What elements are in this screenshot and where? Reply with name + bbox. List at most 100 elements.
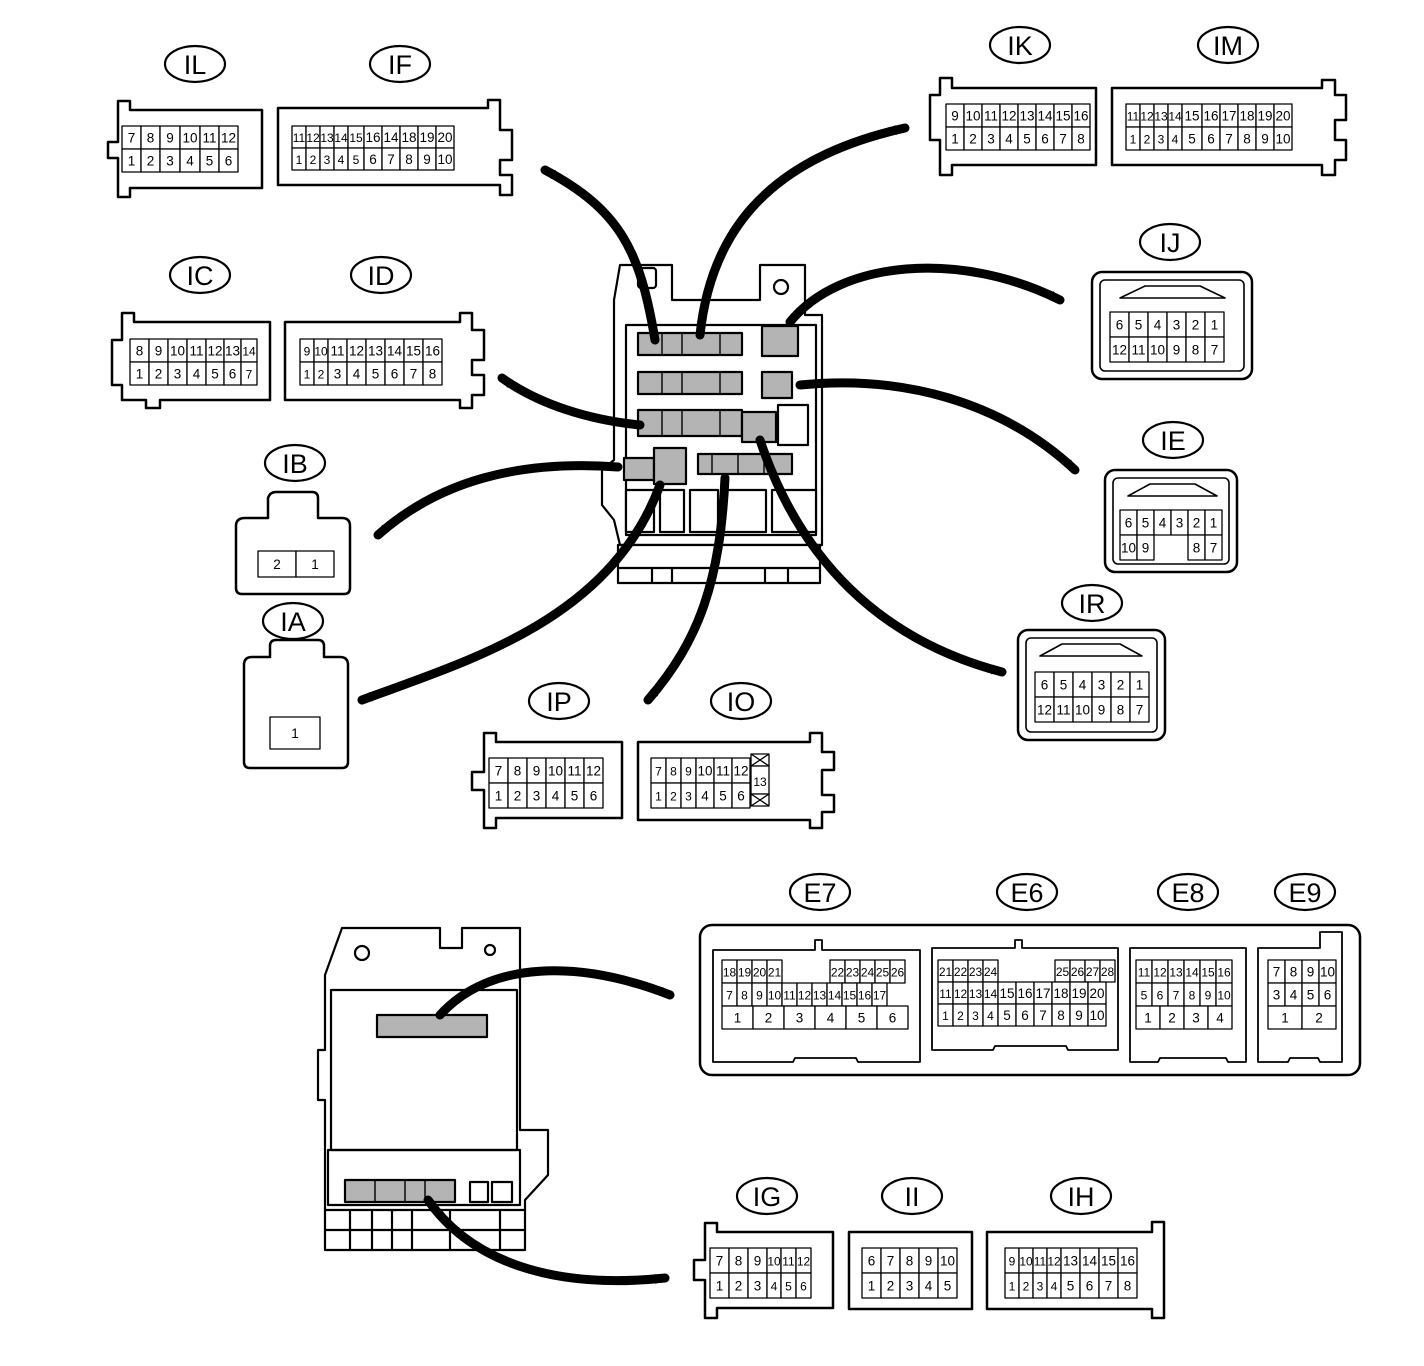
pin-cell xyxy=(1117,1272,1138,1299)
pin-number: 17 xyxy=(873,989,887,1003)
pin-number: 2 xyxy=(1315,1011,1323,1026)
pin-number: 2 xyxy=(273,557,281,572)
connector-IR-label-oval xyxy=(1060,583,1124,623)
pin-number: 2 xyxy=(735,1279,743,1294)
pin-number: 5 xyxy=(858,1011,866,1026)
pin-number: 26 xyxy=(1071,965,1085,979)
connector-E7-label: E7 xyxy=(803,878,836,908)
pin-number: 1 xyxy=(868,1279,876,1294)
pin-cell xyxy=(240,361,258,386)
pin-number: 10 xyxy=(314,345,328,359)
pin-number: 16 xyxy=(1120,1254,1135,1269)
pin-number: 3 xyxy=(972,1009,979,1023)
pin-number: 8 xyxy=(405,152,413,167)
pin-number: 4 xyxy=(701,789,709,804)
pin-number: 10 xyxy=(1075,703,1090,718)
pin-number: 14 xyxy=(1185,966,1199,980)
connector-E6-label: E6 xyxy=(1010,878,1043,908)
pin-number: 7 xyxy=(1225,132,1233,147)
pin-number: 10 xyxy=(1019,1255,1033,1269)
pin-number: 15 xyxy=(1201,966,1215,980)
connector-IO-label-oval xyxy=(709,681,773,721)
connector-ID-label: ID xyxy=(368,261,395,291)
pin-number: 24 xyxy=(984,965,998,979)
pin-number: 7 xyxy=(726,989,733,1003)
connector-IA-label: IA xyxy=(280,607,306,637)
pin-number: 15 xyxy=(999,986,1014,1001)
pin-number: 16 xyxy=(1017,986,1032,1001)
pin-number: 9 xyxy=(1075,1008,1083,1023)
pin-number: 1 xyxy=(1130,133,1137,147)
pin-number: 5 xyxy=(1307,988,1315,1003)
pin-number: 8 xyxy=(1290,965,1298,980)
arrow-to-IR xyxy=(755,435,1007,677)
pin-number: 9 xyxy=(925,1254,933,1269)
pin-number: 12 xyxy=(954,987,968,1001)
pin-number: 1 xyxy=(128,154,136,169)
pin-number: 24 xyxy=(861,966,875,980)
pin-number: 14 xyxy=(383,130,399,145)
pin-number: 16 xyxy=(425,344,440,359)
pin-number: 7 xyxy=(1273,965,1281,980)
pin-number: 11 xyxy=(1131,343,1145,358)
pin-cell xyxy=(269,716,321,750)
pin-number: 7 xyxy=(1059,132,1067,147)
pin-number: 16 xyxy=(1203,109,1218,124)
pin-number: 11 xyxy=(1127,110,1140,124)
pin-number: 11 xyxy=(984,109,998,124)
pin-number: 17 xyxy=(1035,986,1050,1001)
pin-number: 2 xyxy=(887,1279,895,1294)
pin-number: 7 xyxy=(1211,343,1219,358)
pin-number: 4 xyxy=(338,153,345,167)
connector-IG-label-oval xyxy=(735,1176,799,1216)
pin-number: 19 xyxy=(419,130,434,145)
pin-number: 14 xyxy=(984,987,998,1001)
pin-number: 16 xyxy=(365,130,380,145)
pin-number: 5 xyxy=(719,789,727,804)
pin-cell xyxy=(1207,1005,1233,1030)
pin-number: 10 xyxy=(1150,343,1165,358)
pin-number: 3 xyxy=(174,367,182,382)
pin-number: 18 xyxy=(1239,109,1254,124)
pin-number: 3 xyxy=(1158,133,1165,147)
pin-number: 9 xyxy=(754,1254,762,1269)
pin-number: 7 xyxy=(128,131,136,146)
pin-number: 27 xyxy=(1086,965,1100,979)
pin-number: 6 xyxy=(369,152,377,167)
pin-number: 15 xyxy=(1184,109,1199,124)
pin-number: 10 xyxy=(1320,965,1335,980)
pin-number: 7 xyxy=(716,1254,724,1269)
pin-number: 2 xyxy=(1168,1011,1176,1026)
pin-number: 9 xyxy=(155,344,163,359)
pin-cell xyxy=(1301,1005,1337,1030)
pin-cell xyxy=(422,361,443,386)
pin-number: 8 xyxy=(1117,703,1125,718)
pin-number: 21 xyxy=(939,965,953,979)
pin-cell xyxy=(257,550,297,578)
pin-number: 1 xyxy=(304,368,311,382)
connector-IM-label: IM xyxy=(1213,31,1243,61)
pin-number: 17 xyxy=(1221,109,1236,124)
pin-number: 9 xyxy=(756,989,763,1003)
pin-number: 12 xyxy=(221,131,236,146)
pin-number: 14 xyxy=(1082,1254,1098,1269)
pin-number: 19 xyxy=(738,966,752,980)
pin-number: 9 xyxy=(1009,1255,1016,1269)
pin-number: 9 xyxy=(1261,132,1269,147)
arrow-to-IC-ID xyxy=(497,373,645,430)
pin-cell xyxy=(583,782,604,809)
pin-number: 12 xyxy=(798,989,812,1003)
pin-number: 6 xyxy=(1207,132,1215,147)
connector-IH-label: IH xyxy=(1068,1182,1095,1212)
pin-number: 3 xyxy=(685,790,692,804)
connector-IP-label: IP xyxy=(546,687,572,717)
pin-number: 8 xyxy=(1189,989,1196,1003)
pin-number: 13 xyxy=(813,989,827,1003)
